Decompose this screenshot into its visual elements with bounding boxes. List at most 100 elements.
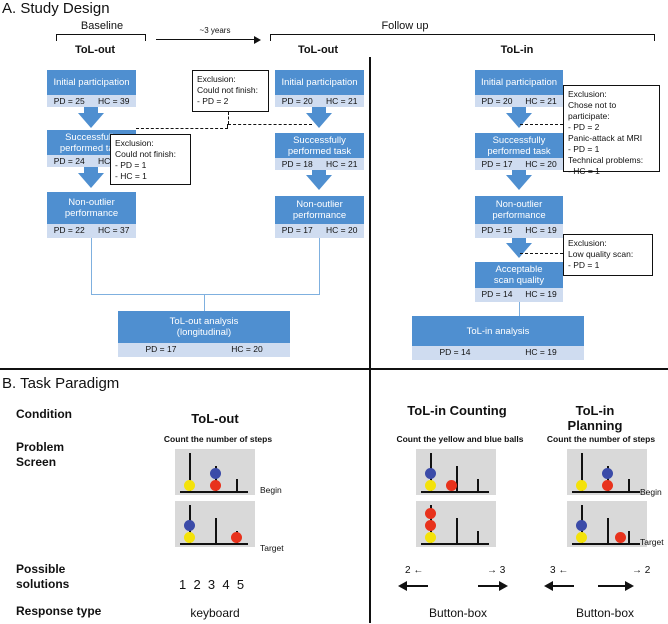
- base: [572, 491, 640, 493]
- tol-out-begin-screen: [175, 449, 255, 495]
- followup-in-arrow-2-icon: [506, 175, 532, 190]
- tol-out-response: keyboard: [190, 606, 240, 620]
- baseline-arrow-2-stem: [84, 167, 98, 174]
- followup-in-success-box: Successfully performed task: [475, 133, 563, 158]
- row-label-problem-screen: Problem Screen: [16, 440, 65, 469]
- row-label-response-type: Response type: [16, 604, 102, 618]
- tol-out-solutions: 1 2 3 4 5: [179, 577, 245, 592]
- followup-in-arrow-1-stem: [512, 107, 526, 114]
- followup-out-success-box: Successfully performed task: [275, 133, 364, 158]
- followup-tol-in-header: ToL-in: [500, 44, 534, 56]
- yellow-ball: [425, 480, 436, 491]
- tol-in-analysis-box: ToL-in analysis: [412, 316, 584, 346]
- followup-out-exclusion-connector-v: [228, 112, 229, 124]
- counting-begin-screen: [416, 449, 496, 495]
- tol-out-analysis-box: ToL-out analysis (longitudinal): [118, 311, 290, 343]
- counting-right-choice: → 3: [487, 565, 506, 576]
- followup-bracket-left: [270, 34, 271, 41]
- followup-to-analysis-line: [319, 238, 320, 294]
- followup-in-initial-box: Initial participation: [475, 70, 563, 95]
- baseline-bracket-left: [56, 34, 57, 41]
- followup-in-arrow-1-icon: [506, 113, 532, 128]
- followup-out-arrow-1-stem: [312, 107, 326, 114]
- followup-out-exclusion-connector: [228, 124, 312, 125]
- baseline-tol-out-header: ToL-out: [74, 44, 116, 56]
- peg: [581, 453, 583, 491]
- baseline-bracket: [56, 34, 146, 35]
- followup-out-exclusion-note: Exclusion: Could not finish: - PD = 2: [192, 70, 269, 112]
- baseline-exclusion-connector-v: [227, 124, 228, 129]
- blue-ball: [576, 520, 587, 531]
- followup-in-exclusion-1-note: Exclusion: Chose not to participate: - P…: [563, 85, 660, 176]
- red-ball: [425, 508, 436, 519]
- tol-in-planning-title: ToL-in Planning: [567, 403, 623, 433]
- baseline-to-analysis-line: [91, 238, 92, 294]
- blue-ball: [210, 468, 221, 479]
- followup-in-scan-box: Acceptable scan quality: [475, 262, 563, 288]
- followup-out-nonoutlier-box: Non-outlier performance: [275, 196, 364, 224]
- peg: [607, 518, 609, 543]
- peg: [189, 453, 191, 491]
- baseline-arrow-1-icon: [78, 113, 104, 128]
- counting-response: Button-box: [428, 606, 488, 620]
- followup-in-arrow-2-stem: [512, 170, 526, 176]
- base: [180, 491, 248, 493]
- baseline-bracket-right: [145, 34, 146, 41]
- interval-label: ~3 years: [199, 26, 231, 35]
- followup-in-arrow-3-stem: [512, 238, 526, 244]
- yellow-ball: [425, 532, 436, 543]
- followup-in-exclusion-1-connector: [520, 124, 563, 125]
- baseline-arrow-2-icon: [78, 173, 104, 188]
- yellow-ball: [184, 532, 195, 543]
- tol-out-condition-title: ToL-out: [191, 411, 239, 426]
- peg: [456, 518, 458, 543]
- blue-ball: [602, 468, 613, 479]
- peg: [628, 479, 630, 491]
- planning-begin-screen: [567, 449, 647, 495]
- planning-right-arrow-icon: [598, 581, 634, 591]
- row-label-possible-solutions: Possible solutions: [16, 562, 70, 591]
- baseline-label: Baseline: [80, 20, 124, 32]
- followup-tol-out-header: ToL-out: [297, 44, 339, 56]
- baseline-exclusion-connector: [136, 128, 228, 129]
- tol-out-target-screen: [175, 501, 255, 547]
- interval-arrowhead-icon: [254, 36, 261, 44]
- tol-out-target-label: Target: [260, 543, 284, 553]
- tol-in-planning-instruction: Count the number of steps: [546, 434, 656, 444]
- red-ball: [615, 532, 626, 543]
- counting-left-choice: 2 ←: [405, 565, 424, 576]
- peg: [477, 531, 479, 543]
- base: [572, 543, 640, 545]
- red-ball: [602, 480, 613, 491]
- followup-bracket-right: [654, 34, 655, 41]
- response-arrows: [398, 581, 634, 591]
- baseline-nonoutlier-box: Non-outlier performance: [47, 192, 136, 224]
- planning-target-label: Target: [640, 537, 664, 547]
- planning-target-screen: [567, 501, 647, 547]
- planning-begin-label: Begin: [640, 487, 662, 497]
- analysis-join-line: [91, 294, 320, 295]
- tol-out-instruction: Count the number of steps: [163, 434, 273, 444]
- red-ball: [210, 480, 221, 491]
- interval-arrow-line: [156, 39, 256, 40]
- peg: [215, 518, 217, 543]
- planning-left-arrow-icon: [544, 581, 574, 591]
- section-b-title: B. Task Paradigm: [2, 375, 120, 392]
- red-ball: [446, 480, 457, 491]
- base: [421, 491, 489, 493]
- peg: [628, 531, 630, 543]
- red-ball: [425, 520, 436, 531]
- tol-in-analysis-connector: [519, 302, 520, 316]
- vertical-divider: [369, 57, 371, 623]
- blue-ball: [425, 468, 436, 479]
- followup-label: Follow up: [381, 20, 429, 32]
- followup-out-arrow-2-icon: [306, 175, 332, 190]
- tol-in-counting-title: ToL-in Counting: [407, 403, 507, 418]
